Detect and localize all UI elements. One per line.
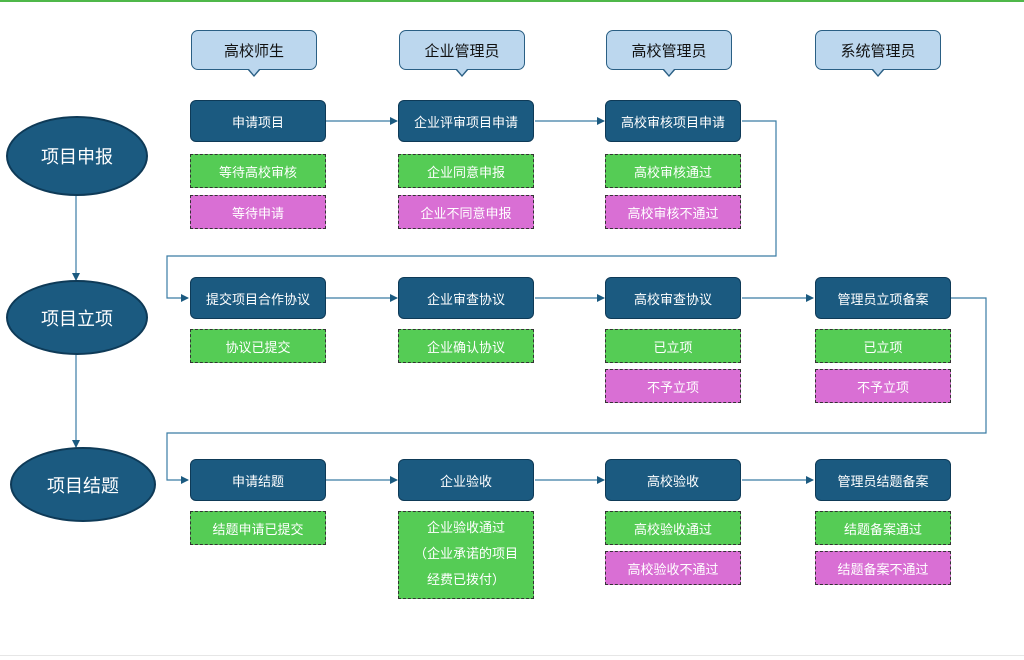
phase-approve: 项目立项 [6,280,148,355]
status-university-not-approved: 不予立项 [605,369,741,403]
step-enterprise-check-agreement: 企业审查协议 [398,277,534,319]
step-enterprise-acceptance: 企业验收 [398,459,534,501]
lane-header-system-admin: 系统管理员 [815,30,941,77]
step-submit-agreement: 提交项目合作协议 [190,277,326,319]
status-record-pass: 结题备案通过 [815,511,951,545]
step-admin-record-conclusion: 管理员结题备案 [815,459,951,501]
status-await-application: 等待申请 [190,195,326,229]
status-enterprise-confirm-agreement: 企业确认协议 [398,329,534,363]
lane-header-enterprise-admin: 企业管理员 [399,30,525,77]
top-accent-bar [0,0,1024,2]
status-admin-approved: 已立项 [815,329,951,363]
step-university-acceptance: 高校验收 [605,459,741,501]
lane-header-faculty-students: 高校师生 [191,30,317,77]
status-university-fail: 高校审核不通过 [605,195,741,229]
status-enterprise-disagree: 企业不同意申报 [398,195,534,229]
status-line: 经费已拨付） [426,573,505,588]
status-line: （企业承诺的项目 [413,547,518,562]
arrow-approve-to-conclude [166,297,987,484]
step-university-review: 高校审核项目申请 [605,100,741,142]
status-await-university: 等待高校审核 [190,154,326,188]
phase-declare: 项目申报 [6,116,148,196]
phase-conclude: 项目结题 [10,447,156,522]
status-agreement-submitted: 协议已提交 [190,329,326,363]
status-enterprise-acceptance-pass: 企业验收通过 （企业承诺的项目 经费已拨付） [398,511,534,599]
status-line: 企业验收通过 [426,521,505,536]
bottom-divider [0,655,1024,656]
step-enterprise-review: 企业评审项目申请 [398,100,534,142]
status-university-approved: 已立项 [605,329,741,363]
status-enterprise-agree: 企业同意申报 [398,154,534,188]
status-university-acceptance-fail: 高校验收不通过 [605,551,741,585]
lane-header-university-admin: 高校管理员 [606,30,732,77]
arrow-declare-to-approve [166,120,777,302]
status-admin-not-approved: 不予立项 [815,369,951,403]
step-apply-conclusion: 申请结题 [190,459,326,501]
step-university-check-agreement: 高校审查协议 [605,277,741,319]
status-record-fail: 结题备案不通过 [815,551,951,585]
step-admin-record-approval: 管理员立项备案 [815,277,951,319]
status-university-pass: 高校审核通过 [605,154,741,188]
status-conclusion-submitted: 结题申请已提交 [190,511,326,545]
status-university-acceptance-pass: 高校验收通过 [605,511,741,545]
step-apply-project: 申请项目 [190,100,326,142]
